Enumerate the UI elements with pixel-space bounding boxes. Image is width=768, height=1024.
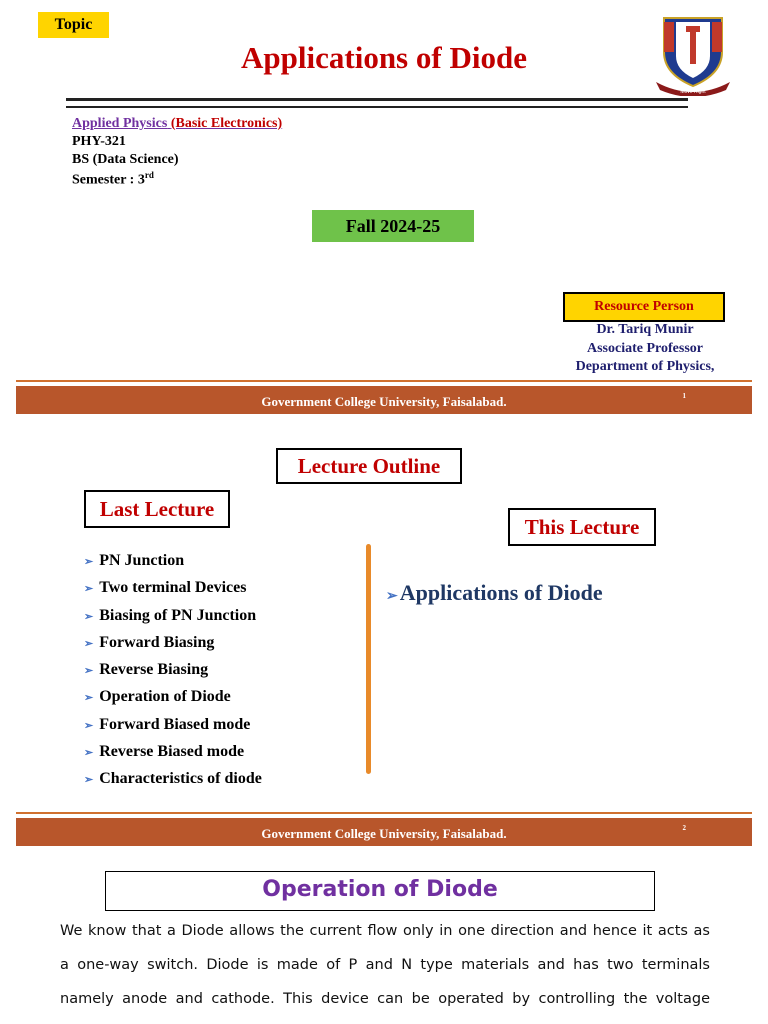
resource-title: Associate Professor: [587, 341, 703, 356]
logo-motto: Move Right: [680, 89, 706, 95]
topic-label: Topic: [38, 12, 109, 38]
operation-title-box: [105, 871, 655, 911]
footer-bar: Government College University, Faisalaba…: [16, 818, 752, 848]
this-lecture-title: This Lecture: [508, 508, 656, 546]
last-lecture-title: Last Lecture: [84, 490, 230, 528]
slide-2: Lecture Outline Last Lecture This Lectur…: [0, 414, 768, 858]
slide-3: Operation of Diode We know that a Diode …: [0, 846, 768, 1024]
last-lecture-item: ➢Forward Biasing: [84, 633, 215, 651]
last-lecture-item: ➢Biasing of PN Junction: [84, 606, 257, 624]
footer-accent: [16, 380, 752, 382]
this-lecture-item: ➢Applications of Diode: [386, 580, 603, 605]
last-lecture-item: ➢Reverse Biased mode: [84, 743, 245, 761]
last-lecture-item: ➢Operation of Diode: [84, 688, 231, 706]
divider-top: [66, 98, 688, 101]
university-crest-icon: Move Right: [654, 12, 732, 97]
bullet-arrow-icon: ➢: [84, 719, 94, 732]
operation-title: Operation of Diode: [262, 877, 498, 902]
last-lecture-item: ➢Two terminal Devices: [84, 579, 247, 597]
footer-text: Government College University, Faisalaba…: [261, 826, 507, 841]
slide-title: Applications of Diode: [241, 40, 527, 75]
last-lecture-list: ➢PN Junction ➢Two terminal Devices ➢Biasin…: [84, 547, 262, 793]
bullet-arrow-icon: ➢: [386, 589, 398, 604]
last-lecture-item: ➢Characteristics of diode: [84, 770, 262, 788]
divider-bottom: [66, 106, 688, 108]
bullet-arrow-icon: ➢: [84, 692, 94, 705]
bullet-arrow-icon: ➢: [84, 747, 94, 760]
bullet-arrow-icon: ➢: [84, 556, 94, 568]
page-number: 1: [682, 392, 687, 400]
last-lecture-item: ➢Reverse Biasing: [84, 661, 209, 679]
course-subject-link[interactable]: Applied Physics (Basic Electronics): [72, 116, 283, 131]
semester: Semester : 3rd: [72, 170, 154, 188]
bullet-arrow-icon: ➢: [84, 610, 94, 623]
bullet-arrow-icon: ➢: [84, 665, 94, 678]
footer-text: Government College University, Faisalaba…: [261, 394, 507, 409]
page-number: 2: [682, 824, 687, 832]
bullet-arrow-icon: ➢: [84, 583, 94, 596]
bullet-arrow-icon: ➢: [84, 637, 94, 650]
resource-department: Department of Physics,: [575, 359, 715, 374]
footer-bar: Government College University, Faisalaba…: [16, 386, 752, 416]
operation-paragraph: We know that a Diode allows the current …: [60, 914, 710, 1016]
paragraph-line: We know that a Diode allows the current …: [60, 923, 710, 939]
paragraph-line: namely anode and cathode. This device ca…: [60, 991, 710, 1007]
last-lecture-item: ➢Forward Biased mode: [84, 715, 251, 733]
lecture-outline-title: Lecture Outline: [276, 448, 462, 484]
program: BS (Data Science): [72, 152, 179, 167]
resource-person-label: Resource Person: [563, 292, 725, 322]
term-badge: Fall 2024-25: [312, 210, 474, 242]
course-subject[interactable]: Applied Physics (Basic Electronics): [72, 116, 282, 132]
column-divider: [366, 544, 371, 774]
bullet-arrow-icon: ➢: [84, 774, 94, 787]
slide-1: Topic Applications of Diode Move Right A…: [0, 0, 768, 425]
resource-name: Dr. Tariq Munir: [596, 322, 694, 337]
course-code: PHY-321: [72, 134, 126, 149]
paragraph-line: a one-way switch. Diode is made of P and…: [60, 957, 710, 973]
last-lecture-item: ➢PN Junction: [84, 552, 185, 569]
footer-accent: [16, 812, 752, 814]
